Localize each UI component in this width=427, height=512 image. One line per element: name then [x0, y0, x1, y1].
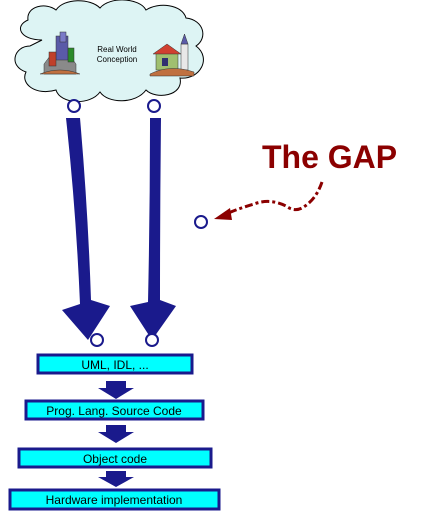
gap-pointer-arrow	[214, 181, 324, 220]
cloud-label-line1: Real World	[97, 45, 136, 54]
right-big-arrow	[130, 118, 176, 340]
layer-box-uml: UML, IDL, ...	[36, 353, 194, 375]
down-arrow-2	[98, 425, 134, 443]
down-arrow-3	[98, 471, 134, 487]
layer-box-hardware: Hardware implementation	[8, 488, 221, 511]
down-arrow-1	[98, 381, 134, 399]
layer-label-source-code: Prog. Lang. Source Code	[46, 404, 182, 418]
layer-box-source-code: Prog. Lang. Source Code	[24, 399, 205, 421]
layer-label-uml: UML, IDL, ...	[81, 358, 148, 372]
arrow-tip-left	[90, 333, 104, 347]
layer-label-object-code: Object code	[83, 452, 147, 466]
real-world-cloud: Real World Conception	[14, 0, 204, 102]
cloud-label-line2: Conception	[97, 55, 137, 64]
arrow-tip-right	[145, 333, 159, 347]
cloud-connector-left	[67, 99, 81, 113]
gap-circle	[194, 215, 208, 229]
layer-label-hardware: Hardware implementation	[46, 493, 183, 507]
gap-title: The GAP	[262, 139, 397, 175]
castle-icon	[39, 31, 81, 75]
left-big-arrow	[62, 118, 110, 340]
town-icon	[149, 33, 195, 77]
layer-box-object-code: Object code	[17, 447, 213, 469]
cloud-connector-right	[147, 99, 161, 113]
